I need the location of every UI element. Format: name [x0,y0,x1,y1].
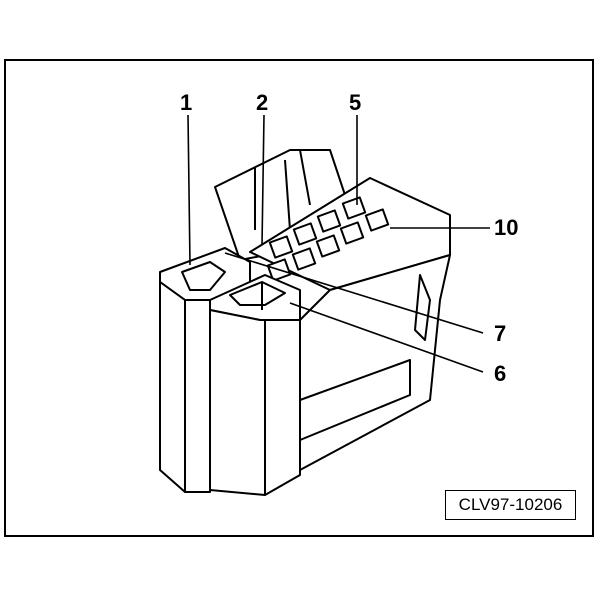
reference-code: CLV97-10206 [445,490,576,520]
callout-6: 6 [494,361,507,386]
diagram-border [4,59,594,537]
callout-10: 10 [494,215,519,240]
callout-5: 5 [349,90,362,115]
connector-housing [159,149,451,496]
leader-lines [187,114,490,373]
callout-1: 1 [180,90,193,115]
callout-7: 7 [494,321,507,346]
callout-2: 2 [256,90,269,115]
